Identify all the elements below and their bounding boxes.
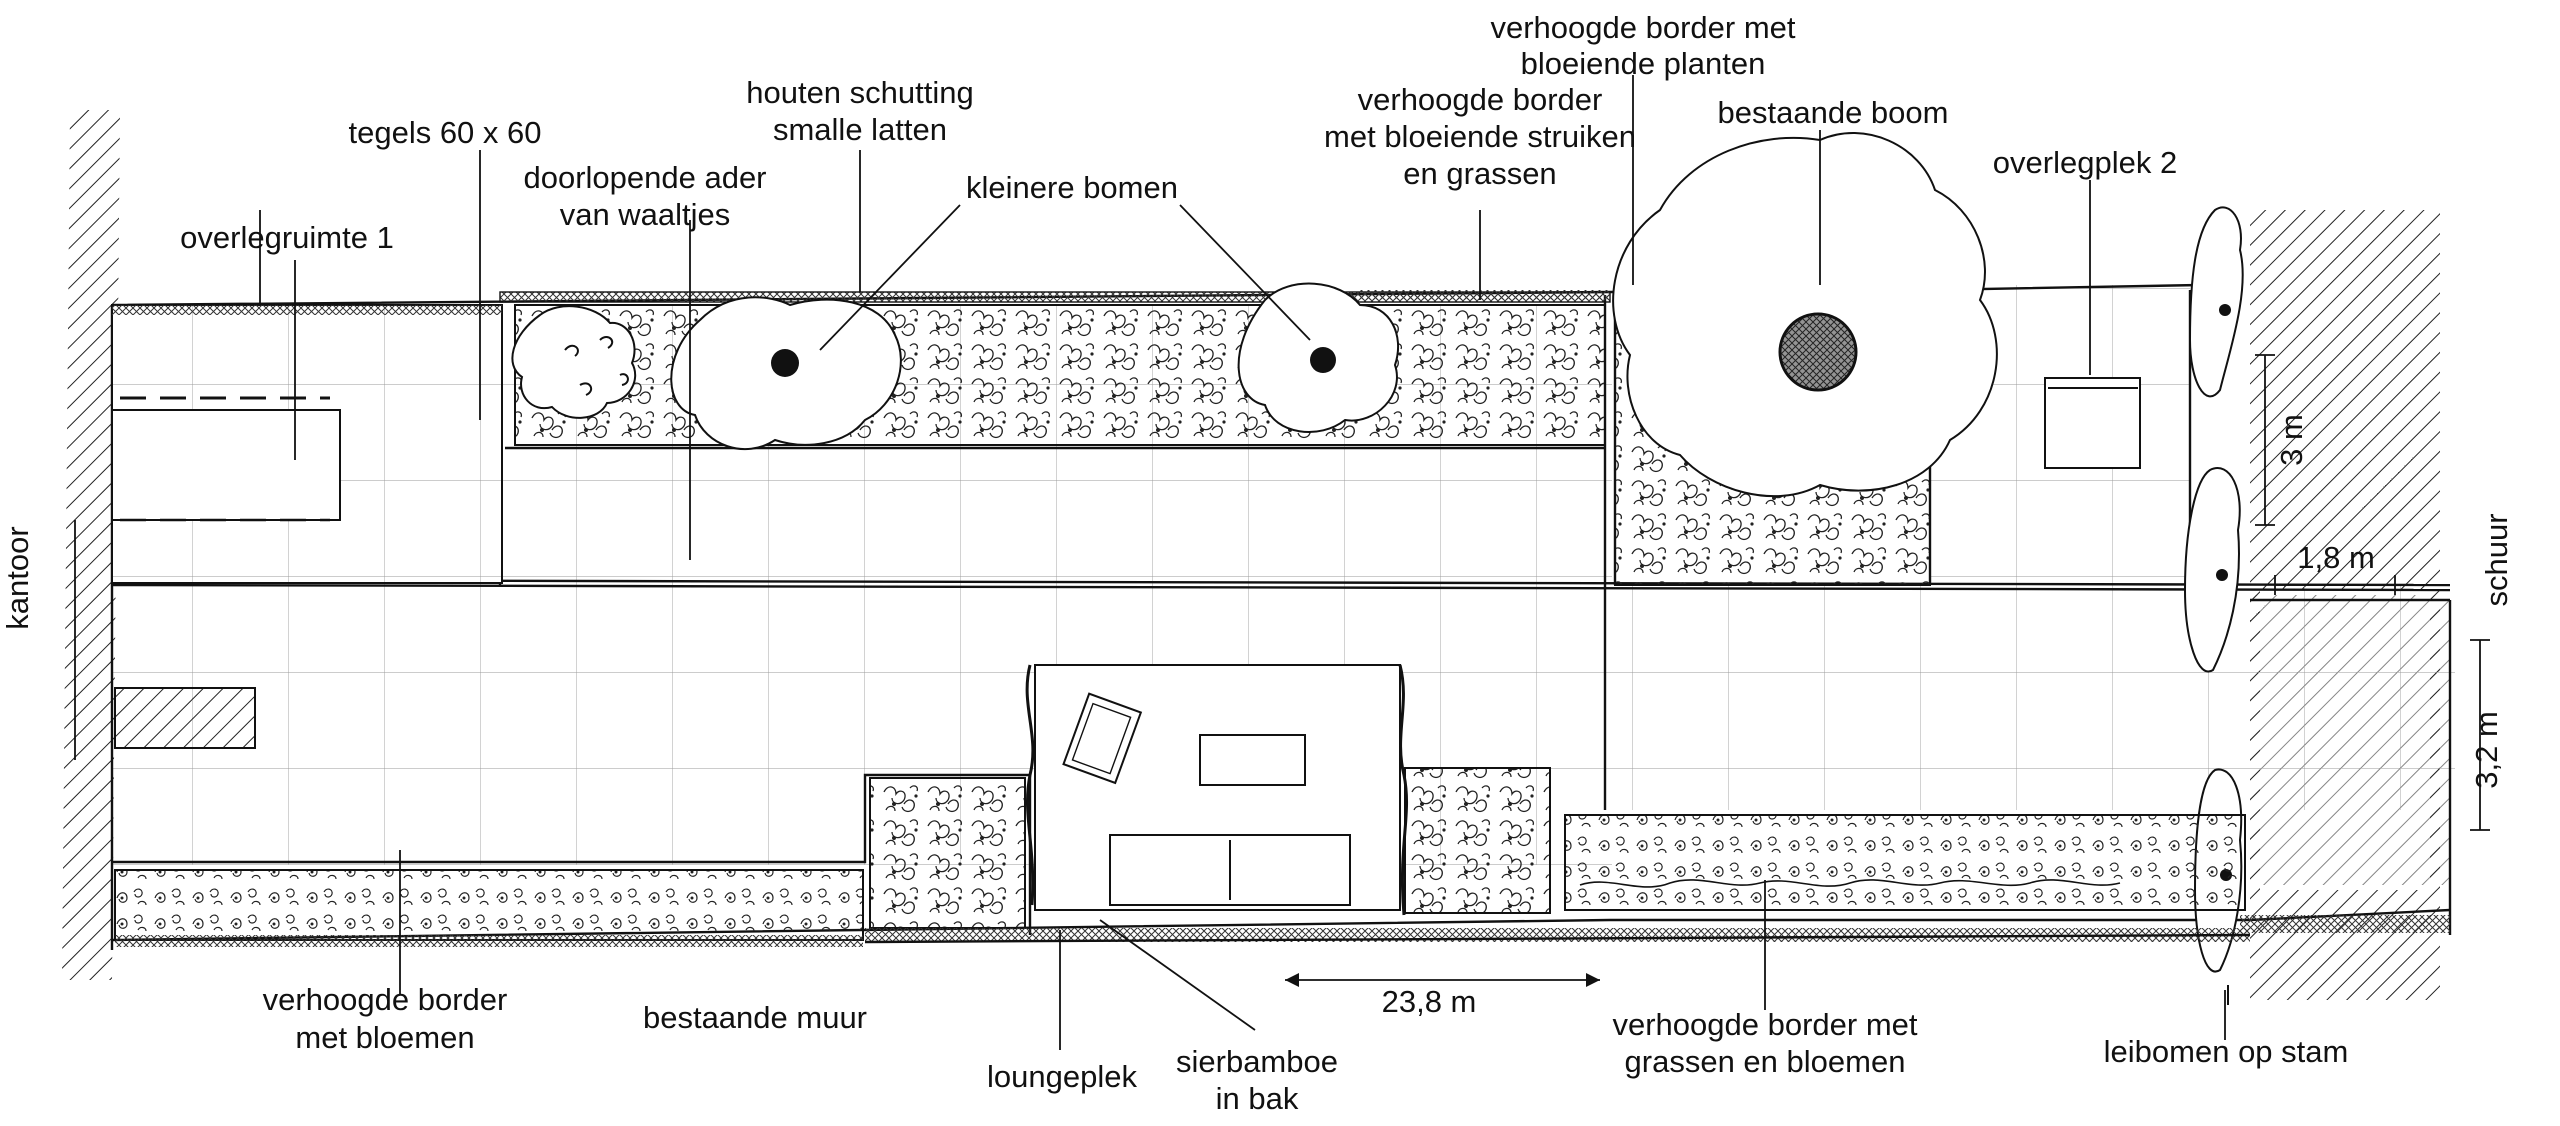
bottom-right-border <box>1564 814 2246 911</box>
dimension-lines <box>74 354 2490 987</box>
bottom-wall <box>864 915 2450 944</box>
overlegruimte-1-area <box>111 304 503 584</box>
bottom-left-border <box>114 869 864 947</box>
kantoor-wall-hatch <box>62 110 120 980</box>
existing-tree <box>1612 132 1998 498</box>
label-dimension-1-8m: 1,8 m <box>2297 540 2375 575</box>
label-verhoogde-border-struiken-1: verhoogde border <box>1358 82 1603 117</box>
label-houten-schutting-1: houten schutting <box>746 75 974 110</box>
label-doorlopende-ader-2: van waaltjes <box>560 197 731 232</box>
label-tegels: tegels 60 x 60 <box>348 115 541 150</box>
overlegplek-2-table <box>2044 377 2141 469</box>
lounge-area <box>1025 664 1409 916</box>
label-loungeplek: loungeplek <box>987 1059 1137 1094</box>
label-kleinere-bomen: kleinere bomen <box>966 170 1178 205</box>
leader-lines <box>259 75 2226 1050</box>
label-leibomen: leibomen op stam <box>2104 1034 2349 1069</box>
label-verhoogde-border-planten-1: verhoogde border met <box>1490 10 1795 45</box>
label-bestaande-muur: bestaande muur <box>643 1000 867 1035</box>
small-tree-2 <box>670 296 902 450</box>
label-kantoor: kantoor <box>0 526 35 629</box>
label-verhoogde-border-planten-2: bloeiende planten <box>1521 46 1766 81</box>
bamboo-box-right <box>1404 767 1551 914</box>
label-verhoogde-border-grassen-1: verhoogde border met <box>1612 1007 1917 1042</box>
small-tree-1 <box>511 305 637 419</box>
label-bestaande-boom: bestaande boom <box>1718 95 1949 130</box>
label-sierbamboe-2: in bak <box>1216 1081 1299 1116</box>
label-schuur: schuur <box>2479 513 2514 606</box>
label-dimension-3m: 3 m <box>2274 414 2309 466</box>
label-houten-schutting-2: smalle latten <box>773 112 947 147</box>
label-verhoogde-border-struiken-3: en grassen <box>1403 156 1556 191</box>
label-verhoogde-border-bloemen-2: met bloemen <box>295 1020 474 1055</box>
label-doorlopende-ader-1: doorlopende ader <box>523 160 766 195</box>
label-verhoogde-border-struiken-2: met bloeiende struiken <box>1324 119 1636 154</box>
bamboo-box-left <box>869 777 1026 929</box>
label-verhoogde-border-bloemen-1: verhoogde border <box>263 982 508 1017</box>
label-overlegruimte-1: overlegruimte 1 <box>180 220 394 255</box>
label-verhoogde-border-grassen-2: grassen en bloemen <box>1625 1044 1906 1079</box>
label-overlegplek-2: overlegplek 2 <box>1993 145 2177 180</box>
label-dimension-23-8m: 23,8 m <box>1382 984 1477 1019</box>
fence-strip <box>499 290 1611 303</box>
label-dimension-3-2m: 3,2 m <box>2469 711 2504 789</box>
label-sierbamboe-1: sierbamboe <box>1176 1044 1338 1079</box>
kantoor-door-block <box>114 687 256 749</box>
small-tree-3 <box>1237 282 1400 433</box>
